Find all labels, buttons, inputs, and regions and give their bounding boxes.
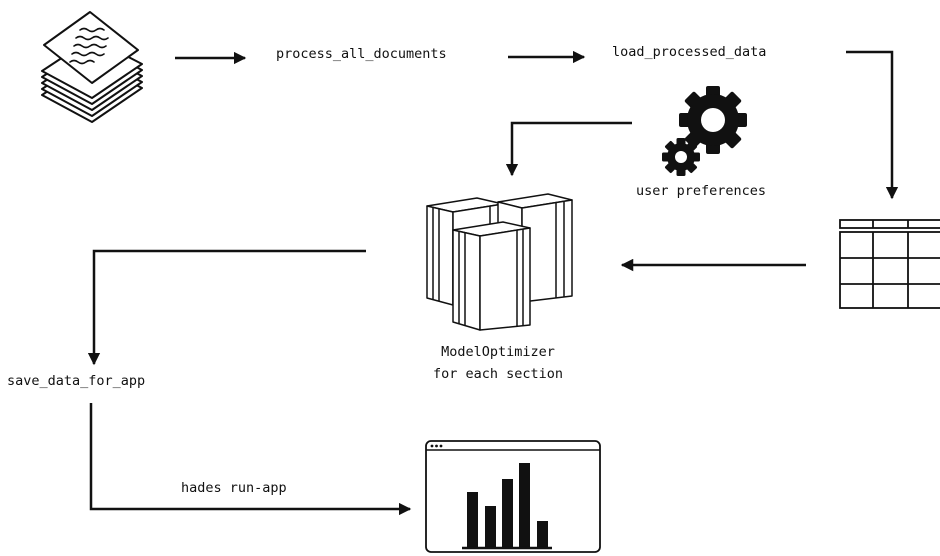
gears-icon bbox=[662, 86, 747, 176]
user-preferences-label: user preferences bbox=[636, 183, 767, 199]
arrow-save-to-app bbox=[89, 403, 412, 516]
save-data-for-app-label: save_data_for_app bbox=[7, 373, 146, 389]
process-all-documents-label: process_all_documents bbox=[276, 46, 447, 62]
for-each-section-label: for each section bbox=[432, 366, 564, 382]
load-processed-data-label: load_processed_data bbox=[612, 44, 767, 60]
arrow-optimizer-to-save bbox=[87, 249, 366, 366]
hades-run-app-label: hades run-app bbox=[181, 480, 287, 496]
arrow-prefs-to-optimizer bbox=[505, 121, 632, 177]
model-optimizer-label: ModelOptimizer bbox=[441, 344, 555, 360]
server-blocks-icon bbox=[426, 193, 573, 331]
table-icon bbox=[839, 219, 940, 309]
app-window-chart-icon bbox=[425, 440, 601, 553]
document-stack-icon bbox=[41, 11, 143, 123]
arrow-load-to-table bbox=[846, 50, 899, 200]
